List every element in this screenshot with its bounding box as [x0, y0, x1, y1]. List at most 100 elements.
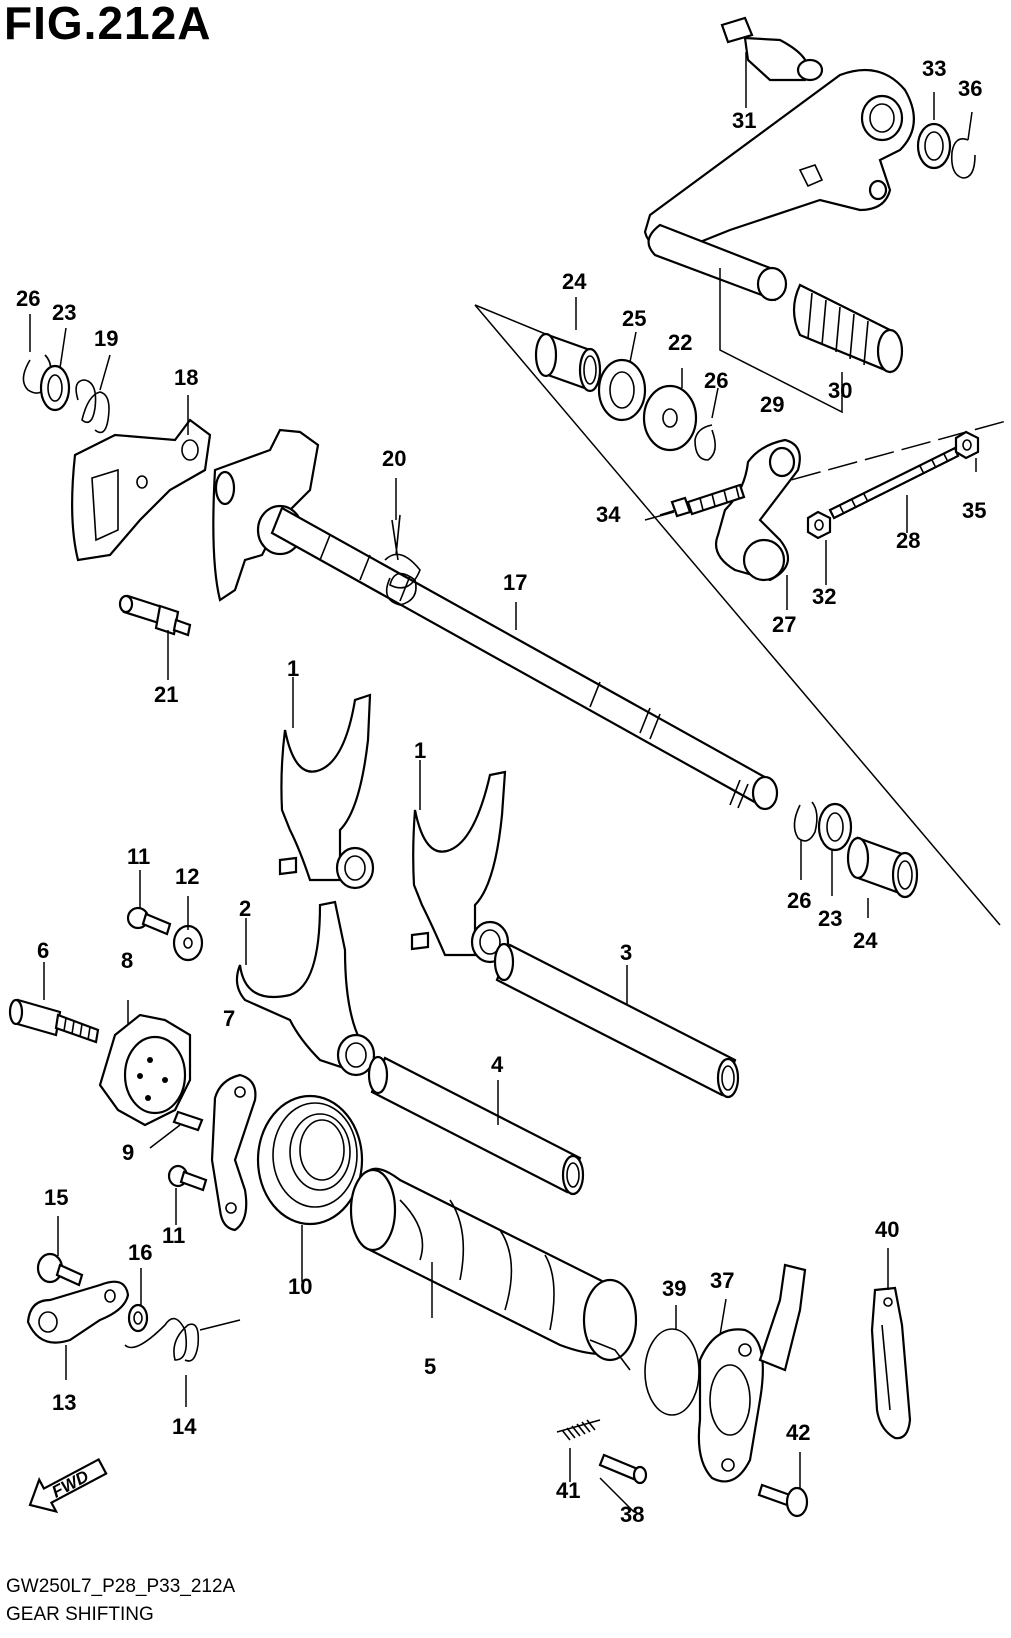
- callout-36: 36: [958, 76, 982, 101]
- nut-35: [954, 430, 980, 460]
- shift-lever-bolt: [720, 16, 824, 82]
- circlip-36: [950, 138, 976, 179]
- callout-9: 9: [122, 1140, 134, 1165]
- callout-37: 37: [710, 1268, 734, 1293]
- callout-26-left: 26: [16, 286, 40, 311]
- gear-position-switch-37: [697, 1263, 807, 1483]
- callout-23-left: 23: [52, 300, 76, 325]
- leader-lines: [29, 52, 977, 1513]
- callout-40: 40: [875, 1217, 899, 1242]
- washer-16: [127, 1303, 149, 1333]
- callout-39: 39: [662, 1276, 686, 1301]
- callout-41: 41: [556, 1478, 580, 1503]
- callout-19: 19: [94, 326, 118, 351]
- fork-shaft-4: [367, 1055, 585, 1196]
- bolt-6: [8, 998, 100, 1044]
- screw-11-upper: [126, 906, 172, 936]
- rod-end-27: [714, 438, 801, 582]
- bolt-34: [670, 483, 746, 518]
- callout-18: 18: [174, 365, 198, 390]
- callout-30: 30: [828, 378, 852, 403]
- callout-23-lower: 23: [818, 906, 842, 931]
- callout-20: 20: [382, 446, 406, 471]
- gearshift-shaft-17: [270, 506, 779, 811]
- screw-11-lower: [167, 1164, 208, 1192]
- callout-25: 25: [622, 306, 646, 331]
- callout-31: 31: [732, 108, 756, 133]
- o-ring-39: [644, 1328, 700, 1416]
- fwd-label: FWD: [49, 1467, 92, 1502]
- callout-4: 4: [491, 1052, 504, 1077]
- callout-5: 5: [424, 1354, 436, 1379]
- shift-fork-1-right: [410, 770, 510, 964]
- figure-code: GW250L7_P28_P33_212A: [6, 1576, 236, 1597]
- callout-14: 14: [172, 1414, 197, 1439]
- nut-32: [806, 510, 832, 540]
- bearing-10: [256, 1094, 364, 1226]
- shift-lever-bracket: [643, 68, 915, 252]
- callout-21: 21: [154, 682, 178, 707]
- rod-28: [828, 446, 960, 520]
- pin-38: [598, 1453, 648, 1485]
- callout-24-upper: 24: [562, 269, 587, 294]
- callout-11-upper: 11: [127, 844, 150, 869]
- callout-10: 10: [288, 1274, 312, 1299]
- callout-42: 42: [786, 1420, 810, 1445]
- spring-14: [124, 1317, 241, 1362]
- clamp-40: [870, 1286, 912, 1440]
- callout-27: 27: [772, 612, 796, 637]
- circlip-26-lower: [793, 801, 818, 842]
- callout-28: 28: [896, 528, 920, 553]
- callout-labels: 1 1 2 3 4 5 6 7 8 9 10 11 11 12 13 14 15…: [16, 56, 986, 1527]
- callout-34: 34: [596, 502, 621, 527]
- shaft-arm-plate: [212, 428, 320, 602]
- circlip-26-upper: [694, 424, 716, 461]
- callout-22: 22: [668, 330, 692, 355]
- stopper-arm-13: [26, 1280, 130, 1344]
- washer-33: [916, 122, 952, 170]
- spring-41: [556, 1419, 601, 1441]
- callout-29: 29: [760, 392, 784, 417]
- cam-stopper-8: [98, 1013, 192, 1127]
- washer-12: [172, 924, 204, 962]
- gear-shift-cam-plate-7: [210, 1073, 257, 1232]
- callout-33: 33: [922, 56, 946, 81]
- bolt-15: [36, 1252, 84, 1287]
- fwd-arrow-icon: FWD: [28, 1457, 108, 1514]
- callout-1-right: 1: [414, 738, 426, 763]
- callout-7: 7: [223, 1006, 235, 1031]
- return-spring-20: [384, 514, 421, 606]
- callout-24-lower: 24: [853, 928, 878, 953]
- callout-26-lower: 26: [787, 888, 811, 913]
- shift-fork-1-left: [278, 693, 375, 890]
- callout-12: 12: [175, 864, 199, 889]
- cam-stopper-plate-18: [71, 418, 212, 562]
- callout-6: 6: [37, 938, 49, 963]
- callout-3: 3: [620, 940, 632, 965]
- washer-22: [642, 384, 698, 452]
- callout-1-left: 1: [287, 656, 299, 681]
- bush-24-lower: [846, 836, 919, 899]
- shift-fork-2: [235, 900, 376, 1077]
- washer-23-left: [39, 364, 71, 412]
- fork-shaft-3: [493, 942, 740, 1099]
- oil-seal-25: [597, 358, 647, 422]
- spring-19: [75, 379, 110, 434]
- shift-pedal-rubber: [792, 283, 904, 374]
- washer-23-lower: [817, 802, 853, 852]
- callout-13: 13: [52, 1390, 76, 1415]
- pin-9: [172, 1110, 204, 1132]
- callout-32: 32: [812, 584, 836, 609]
- bolt-21: [118, 594, 192, 637]
- callout-2: 2: [239, 896, 251, 921]
- callout-17: 17: [503, 570, 527, 595]
- callout-16: 16: [128, 1240, 152, 1265]
- callout-26-upper: 26: [704, 368, 728, 393]
- callout-35: 35: [962, 498, 986, 523]
- callout-11-lower: 11: [162, 1223, 185, 1248]
- figure-name: GEAR SHIFTING: [6, 1604, 154, 1625]
- callout-8: 8: [121, 948, 133, 973]
- bolt-42: [757, 1483, 809, 1518]
